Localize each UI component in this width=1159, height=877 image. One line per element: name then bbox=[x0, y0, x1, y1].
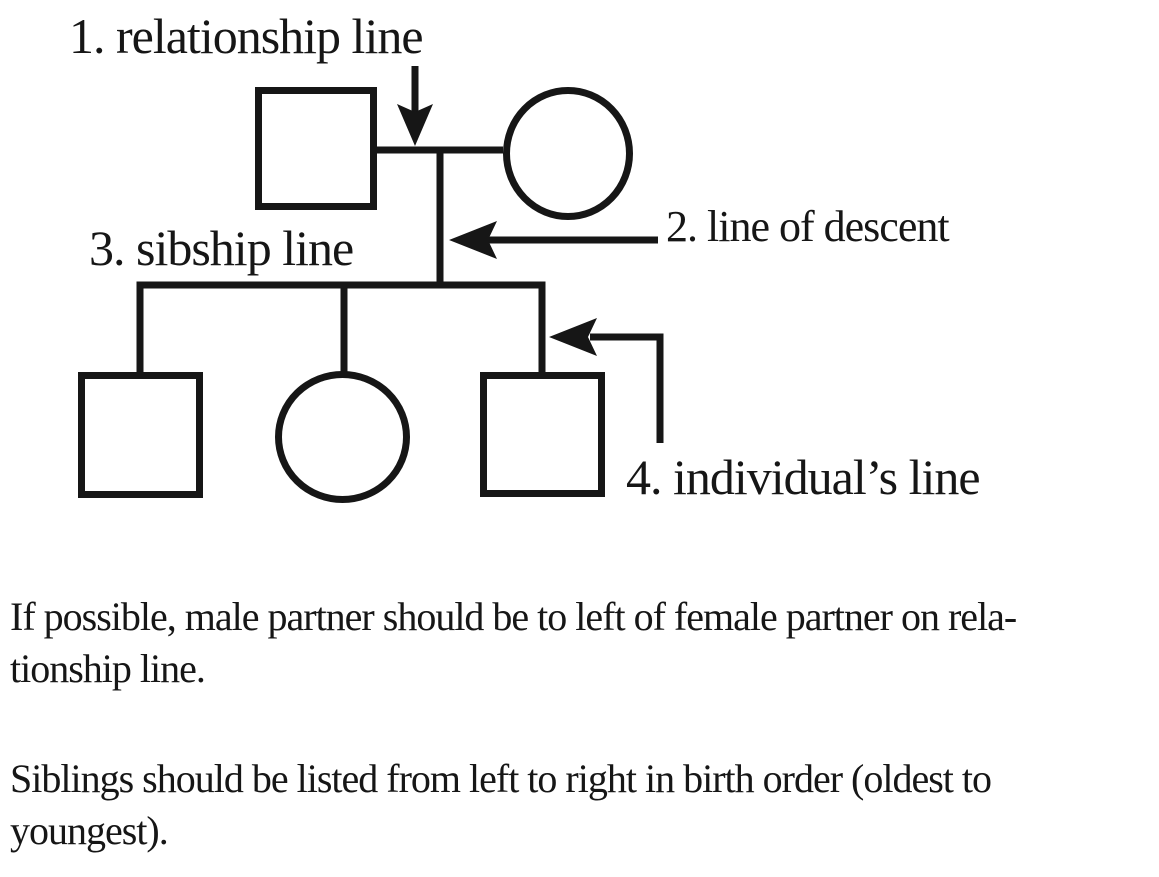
note-line: If possible, male partner should be to l… bbox=[10, 594, 1017, 639]
label-relationship-line: 1. relationship line bbox=[69, 8, 424, 64]
label-individuals-line: 4. individual’s line bbox=[626, 449, 981, 505]
note-male-left-of-female: If possible, male partner should be to l… bbox=[10, 591, 1017, 695]
note-line: youngest). bbox=[10, 808, 169, 853]
note-line: Siblings should be listed from left to r… bbox=[10, 756, 992, 801]
note-siblings-birth-order: Siblings should be listed from left to r… bbox=[10, 753, 992, 857]
female-partner-circle bbox=[503, 87, 633, 220]
child-2-female-circle bbox=[275, 371, 410, 503]
note-line: tionship line. bbox=[10, 646, 206, 691]
individuals-line-arrowhead-icon bbox=[549, 318, 597, 356]
child-3-male-square bbox=[480, 372, 605, 497]
label-sibship-line: 3. sibship line bbox=[89, 220, 354, 276]
male-partner-square bbox=[255, 87, 377, 210]
descent-arrowhead-icon bbox=[449, 221, 497, 259]
label-line-of-descent: 2. line of descent bbox=[666, 202, 950, 251]
individuals-line-arrow-shaft bbox=[590, 333, 664, 443]
child-1-male-square bbox=[78, 372, 203, 498]
relationship-line-arrowhead-icon bbox=[397, 104, 433, 146]
